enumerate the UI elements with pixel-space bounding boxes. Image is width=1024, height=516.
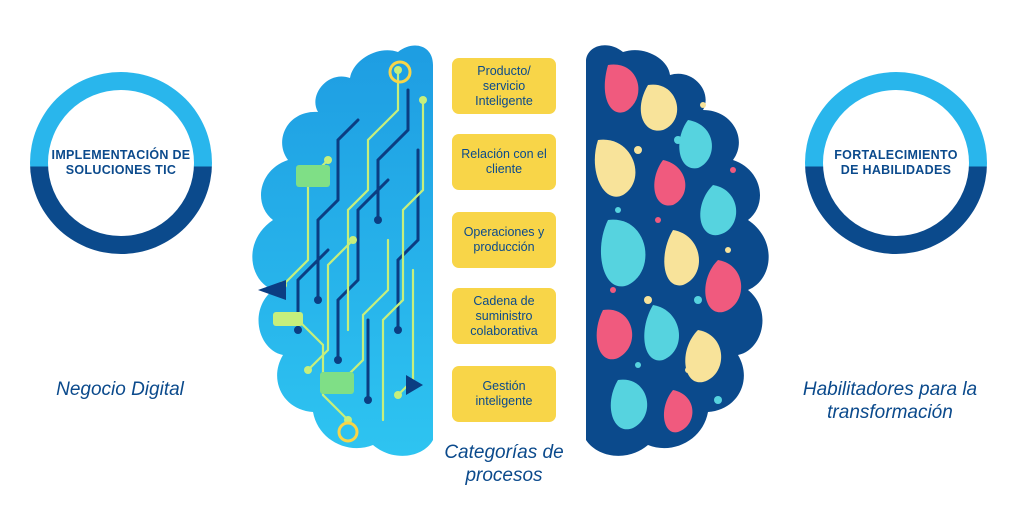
- center-label-process-categories: Categorías de procesos: [444, 442, 564, 486]
- category-supply-chain: Cadena de suministro colaborativa: [452, 288, 556, 344]
- category-operations: Operaciones y producción: [452, 212, 556, 268]
- creative-brain-icon: [586, 45, 769, 456]
- enablers-ring: FORTALECIMIENTO DE HABILIDADES: [805, 72, 987, 254]
- digital-business-ring: IMPLEMENTACIÓN DE SOLUCIONES TIC: [30, 72, 212, 254]
- right-label-enablers: Habilitadores para la transformación: [802, 379, 978, 423]
- category-customer-relationship: Relación con el cliente: [452, 134, 556, 190]
- ring-text-skills: FORTALECIMIENTO DE HABILIDADES: [834, 148, 958, 177]
- circuit-brain-icon: [252, 45, 433, 456]
- ring-text-ict-solutions: IMPLEMENTACIÓN DE SOLUCIONES TIC: [51, 148, 191, 177]
- category-smart-product: Producto/ servicio Inteligente: [452, 58, 556, 114]
- category-smart-management: Gestión inteligente: [452, 366, 556, 422]
- left-label-digital-business: Negocio Digital: [56, 379, 184, 400]
